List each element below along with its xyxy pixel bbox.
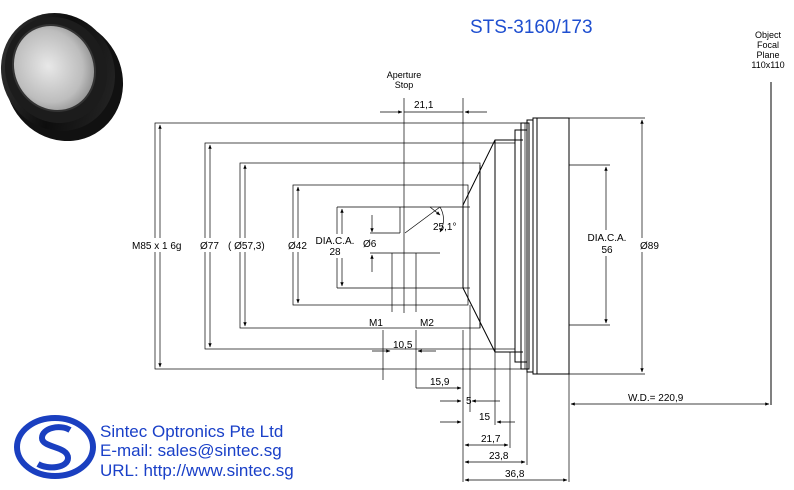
d89-label: Ø89 bbox=[640, 241, 659, 252]
d77-label: Ø77 bbox=[200, 241, 219, 252]
dim-36-8: 36,8 bbox=[505, 469, 525, 480]
company-url[interactable]: URL: http://www.sintec.sg bbox=[100, 461, 294, 480]
angle-arc bbox=[439, 206, 444, 233]
m2-label: M2 bbox=[420, 318, 434, 329]
horizontal-dimensions bbox=[372, 110, 770, 482]
object-plane-line-2: Focal bbox=[757, 40, 779, 50]
dim-15: 15 bbox=[479, 412, 491, 423]
dim-10-5: 10,5 bbox=[393, 340, 413, 351]
company-email[interactable]: E-mail: sales@sintec.sg bbox=[100, 441, 282, 460]
dia-ca-28-line-2: 28 bbox=[329, 247, 341, 258]
dim-21-1: 21,1 bbox=[414, 100, 434, 111]
thread-label: M85 x 1 6g bbox=[132, 241, 181, 252]
dia-ca-56-line-2: 56 bbox=[601, 245, 613, 256]
company-name: Sintec Optronics Pte Ltd bbox=[100, 422, 283, 441]
dia-ca-56-line-1: DIA.C.A. bbox=[588, 233, 627, 244]
object-plane-line-3: Plane bbox=[756, 50, 779, 60]
lens-photo bbox=[0, 12, 124, 142]
object-focal-plane-label: Object Focal Plane 110x110 bbox=[751, 30, 784, 70]
working-distance-label: W.D.= 220,9 bbox=[628, 393, 684, 404]
angle-label: 25,1° bbox=[433, 222, 456, 233]
aperture-stop-line-1: Aperture bbox=[387, 70, 422, 80]
dim-21-7: 21,7 bbox=[481, 434, 501, 445]
dim-15-9: 15,9 bbox=[430, 377, 450, 388]
dim-5: 5 bbox=[466, 396, 472, 407]
d6-label: Ø6 bbox=[363, 239, 377, 250]
object-plane-line-1: Object bbox=[755, 30, 782, 40]
model-title: STS-3160/173 bbox=[470, 17, 593, 38]
aperture-stop-line-2: Stop bbox=[395, 80, 414, 90]
d57-label: ( Ø57,3) bbox=[228, 241, 265, 252]
dia-ca-28-line-1: DIA.C.A. bbox=[316, 236, 355, 247]
lens-body bbox=[462, 117, 645, 375]
angle-leader bbox=[429, 206, 441, 216]
dim-23-8: 23,8 bbox=[489, 451, 509, 462]
sintec-logo bbox=[14, 415, 96, 479]
object-plane-line-4: 110x110 bbox=[751, 60, 784, 70]
d42-label: Ø42 bbox=[288, 241, 307, 252]
m1-label: M1 bbox=[369, 318, 383, 329]
